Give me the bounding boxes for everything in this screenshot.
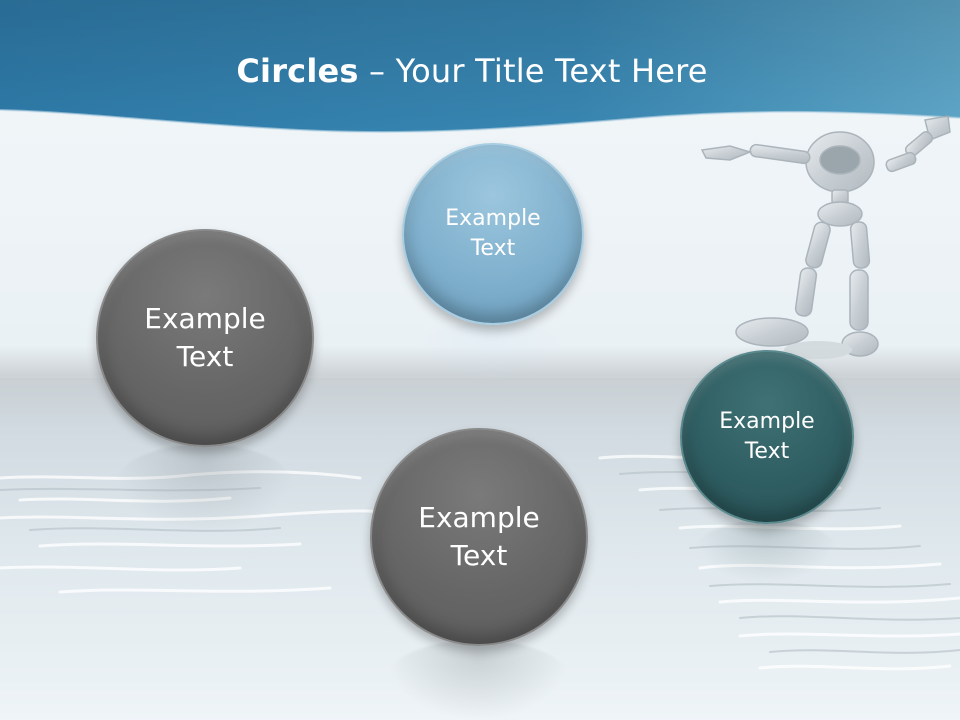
- circle-gray-bottom[interactable]: Example Text: [370, 428, 588, 646]
- header-wave: [0, 0, 960, 134]
- circle-label: Example Text: [445, 206, 541, 261]
- circle-teal-right[interactable]: Example Text: [680, 350, 854, 524]
- circle-reflection: [386, 640, 570, 720]
- circle-reflection: [112, 444, 296, 534]
- circle-label: Example Text: [719, 409, 815, 464]
- circle-reflection: [694, 520, 838, 584]
- robot-figure: [700, 115, 951, 359]
- title-rest: – Your Title Text Here: [358, 52, 708, 90]
- circle-gray-left[interactable]: Example Text: [96, 229, 314, 447]
- title-bold: Circles: [236, 52, 359, 90]
- circle-label: Example Text: [418, 501, 540, 572]
- slide-title: Circles – Your Title Text Here: [0, 52, 944, 90]
- circle-label: Example Text: [144, 302, 266, 373]
- circle-reflection: [414, 322, 568, 382]
- circle-blue-top[interactable]: Example Text: [402, 143, 584, 325]
